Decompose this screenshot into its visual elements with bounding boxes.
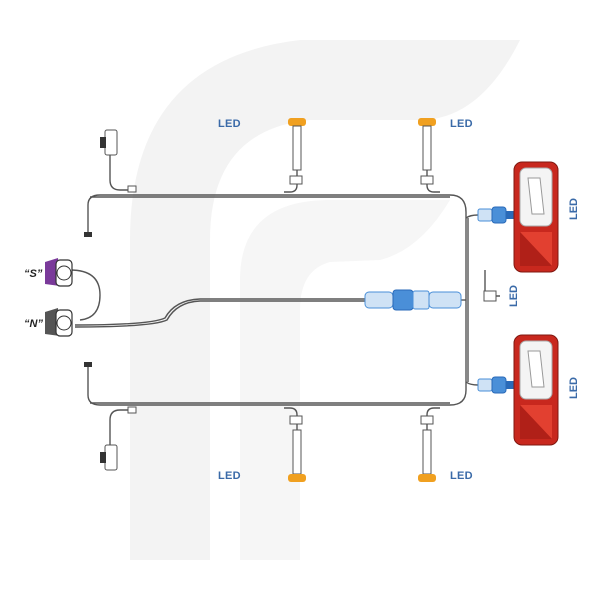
led-label-bottom-right: LED	[450, 470, 473, 482]
top-wire-end	[84, 232, 92, 237]
bottom-left-marker-lamp	[100, 406, 137, 471]
top-rear-connector	[477, 206, 514, 224]
top-rear-lamp	[513, 161, 559, 273]
led-label-top-left: LED	[218, 118, 241, 130]
plug-s-label: “S”	[24, 268, 43, 280]
harness-wires	[69, 194, 500, 406]
bottom-rear-lamp	[513, 334, 559, 446]
bottom-rear-connector	[477, 376, 514, 394]
plate-light-connector	[483, 290, 497, 302]
top-center-marker-lamp	[284, 118, 306, 193]
led-label-rear-bottom: LED	[568, 377, 580, 399]
top-left-marker-lamp	[100, 129, 137, 193]
led-label-top-right: LED	[450, 118, 473, 130]
led-label-bottom-left: LED	[218, 470, 241, 482]
led-label-rear-top: LED	[568, 198, 580, 220]
plug-n	[45, 308, 73, 337]
plug-s	[45, 258, 73, 287]
central-connector	[364, 289, 462, 311]
top-right-marker-lamp	[418, 118, 440, 193]
plug-n-label: “N”	[24, 318, 43, 330]
led-label-plate: LED	[508, 285, 520, 307]
bottom-right-marker-lamp	[418, 407, 440, 482]
bottom-wire-end	[84, 362, 92, 367]
bottom-center-marker-lamp	[284, 407, 306, 482]
